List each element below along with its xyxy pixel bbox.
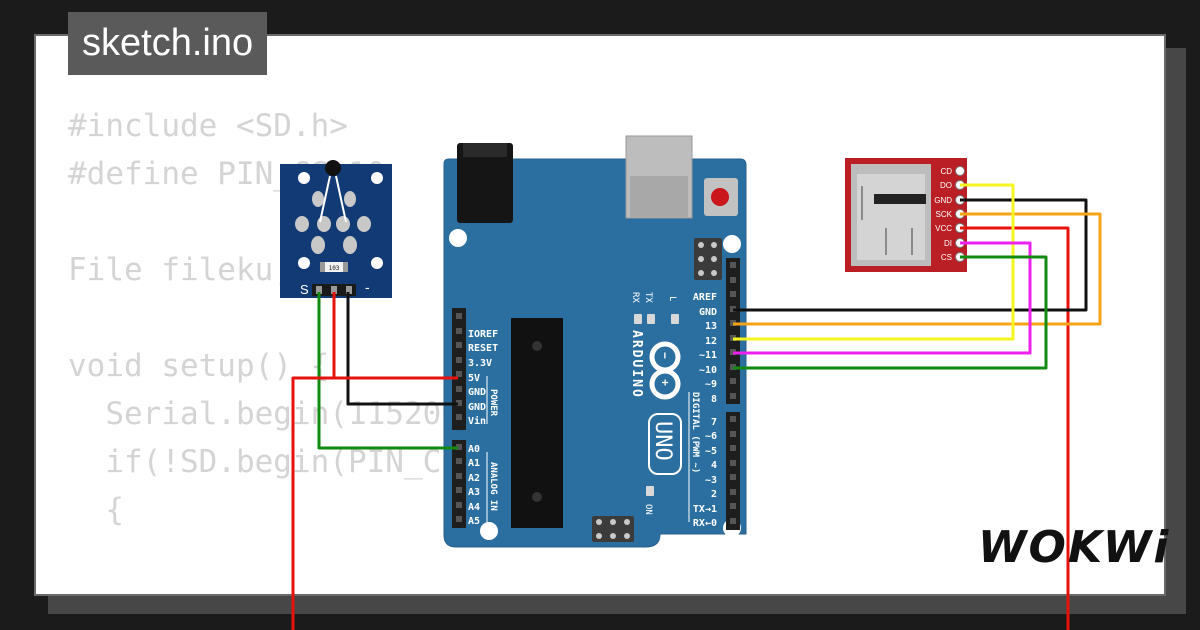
mounting-hole — [723, 235, 741, 253]
code-line: Serial.begin(115200); — [68, 396, 498, 432]
sketch-title: sketch.ino — [68, 12, 268, 75]
rx-led-label: RX — [630, 292, 640, 303]
rx-led — [634, 314, 642, 324]
pin-label-6: ~6 — [705, 431, 717, 442]
code-line: { — [68, 492, 124, 528]
icsp-header-bottom — [592, 516, 634, 542]
sd-pin-sck-label: SCK — [936, 210, 953, 219]
pin-label-gnd-digital: GND — [699, 307, 717, 318]
wire-sd-di[interactable] — [733, 241, 1032, 355]
pin-label-5v: 5V — [468, 373, 480, 384]
wire-sd-gnd[interactable] — [733, 198, 1088, 312]
pin-label-a3: A3 — [468, 487, 480, 498]
wire-sensor-signal[interactable] — [317, 292, 458, 450]
power-header — [452, 308, 466, 430]
smd-resistor — [320, 262, 348, 272]
sd-pin-vcc-label: VCC — [935, 224, 952, 233]
code-line: #include <SD.h> — [68, 108, 348, 144]
pin-label-8: 8 — [711, 394, 717, 405]
pin-label-5: ~5 — [705, 446, 717, 457]
on-led — [646, 486, 654, 496]
arduino-logo-icon — [649, 341, 681, 400]
arduino-wordmark: ARDUINO — [629, 330, 644, 399]
sd-pin-di-label: DI — [944, 239, 952, 248]
sd-pin-do-label: DO — [940, 181, 952, 190]
pin-label-13: 13 — [705, 321, 717, 332]
sd-pin-gnd-label: GND — [934, 196, 952, 205]
wire-sd-do[interactable] — [733, 183, 1015, 341]
power-section-label: POWER — [488, 389, 498, 417]
pin-label-a1: A1 — [468, 458, 480, 469]
pin-label-9: ~9 — [705, 379, 717, 390]
analog-header — [452, 440, 466, 528]
thermistor-bead — [325, 160, 341, 176]
tx-led — [647, 314, 655, 324]
wire-sensor-vcc[interactable] — [332, 292, 458, 380]
wires — [291, 183, 1102, 630]
pin-label-12: 12 — [705, 336, 717, 347]
pin-label-a4: A4 — [468, 502, 480, 513]
l-led-label: L — [667, 296, 677, 301]
pin-label-1: TX→1 — [693, 504, 717, 515]
wire-sensor-gnd[interactable] — [346, 292, 458, 406]
wire-5v-to-sd-vcc-b[interactable] — [960, 226, 1070, 630]
pin-label-a2: A2 — [468, 473, 480, 484]
pin-label-10: ~10 — [699, 365, 717, 376]
mounting-hole — [480, 522, 498, 540]
dc-jack — [457, 143, 513, 223]
svg-text:+: + — [658, 379, 672, 386]
pin-label-vin: Vin — [468, 415, 486, 427]
pin-label-3: ~3 — [705, 475, 717, 486]
sensor-pin-s-label: S — [300, 282, 309, 297]
pin-label-7: 7 — [711, 417, 717, 428]
uno-model-label: UNO — [650, 421, 675, 461]
svg-text:−: − — [658, 352, 672, 359]
pin-label-2: 2 — [711, 489, 717, 500]
ntc-temperature-sensor[interactable]: 103 S - — [280, 160, 392, 298]
digital-header-bottom — [726, 412, 740, 530]
l-led — [671, 314, 679, 324]
pin-label-a5: A5 — [468, 516, 480, 527]
sd-pin-cd-label: CD — [940, 167, 952, 176]
wire-sd-sck[interactable] — [733, 212, 1102, 326]
wire-sd-cs[interactable] — [733, 255, 1048, 370]
resistor-code: 103 — [329, 265, 340, 272]
sd-card-module[interactable]: CD DO GND SCK VCC DI CS — [845, 158, 967, 272]
pin-label-gnd: GND — [468, 402, 486, 413]
pin-label-4: 4 — [711, 460, 717, 471]
pin-label-gnd: GND — [468, 387, 486, 398]
analog-section-label: ANALOG IN — [488, 462, 498, 511]
on-led-label: ON — [643, 504, 653, 515]
pin-label-aref: AREF — [693, 292, 717, 303]
pin-label-0: RX←0 — [693, 518, 717, 529]
pin-label-ioref: IOREF — [468, 329, 498, 340]
sensor-pin-minus-label: - — [365, 279, 370, 295]
icsp-header-top — [694, 238, 722, 280]
arduino-uno-board[interactable]: IOREF RESET 3.3V 5V GND GND Vin A0 A1 A2… — [443, 135, 747, 548]
wokwi-logo: WOKWi — [978, 522, 1171, 573]
tx-led-label: TX — [643, 292, 653, 303]
pin-label-a0: A0 — [468, 444, 480, 455]
pin-label-reset: RESET — [468, 343, 498, 354]
wire-5v-to-sd-vcc-a[interactable] — [291, 376, 458, 630]
pin-label-11: ~11 — [699, 350, 717, 361]
mounting-hole — [449, 229, 467, 247]
pin-label-3v3: 3.3V — [468, 358, 492, 369]
sd-pin-cs-label: CS — [941, 253, 952, 262]
uno-badge — [648, 413, 682, 475]
code-line: if(!SD.begin(PIN_CS)) — [68, 444, 498, 480]
digital-section-label: DIGITAL (PWM ~) — [690, 392, 700, 473]
code-line: void setup() { — [68, 348, 330, 384]
